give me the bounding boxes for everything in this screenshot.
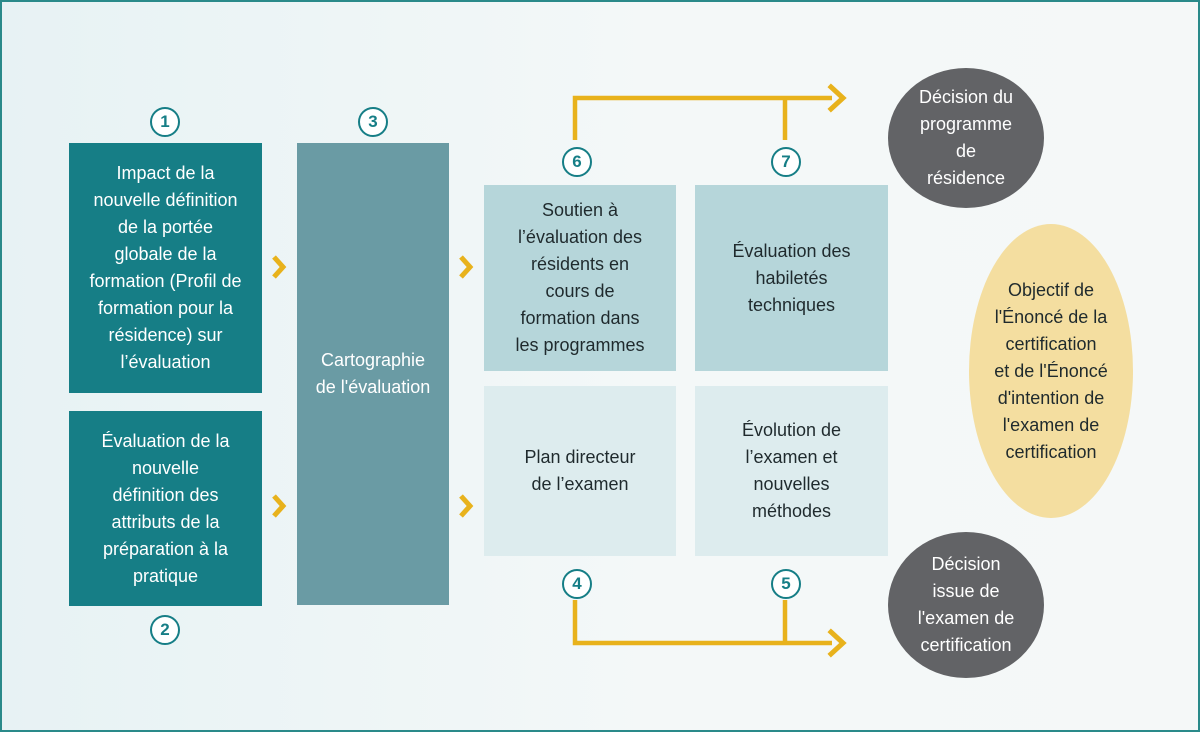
box-practice-readiness-line: attributs de la <box>111 511 220 532</box>
step-number-7: 7 <box>771 147 801 177</box>
box-practice-readiness: Évaluation de la nouvelle définition des… <box>69 411 262 606</box>
box-exam-evolution-line: méthodes <box>751 501 832 521</box>
box-scope-impact-line: globale de la <box>114 244 217 264</box>
step-number-6: 6 <box>562 147 592 177</box>
box-exam-evolution-line: l’examen et <box>745 447 838 467</box>
box-technical-skills-line: techniques <box>747 294 836 315</box>
objective-line: et de l'Énoncé <box>994 360 1108 381</box>
chevron-right-icon <box>459 255 474 279</box>
objective-line: l'examen de <box>1002 414 1100 435</box>
box-assessment-mapping-line: Cartographie <box>320 350 426 370</box>
box-assessment-mapping-line: de l'évaluation <box>315 377 431 397</box>
box-practice-readiness-line: nouvelle <box>131 457 200 478</box>
box-scope-impact-line: résidence) sur <box>108 325 223 345</box>
chevron-right-icon <box>272 255 287 279</box>
decision-certification-exam-line: issue de <box>932 581 1000 601</box>
box-assessment-mapping: Cartographie de l'évaluation <box>297 143 449 605</box>
box-scope-impact: Impact de la nouvelle définition de la p… <box>69 143 262 393</box>
box-resident-assessment-support-line: cours de <box>545 281 615 301</box>
objective-line: l'Énoncé de la <box>994 306 1108 327</box>
decision-certification-exam: Décision issue de l'examen de certificat… <box>888 532 1044 678</box>
box-exam-evolution: Évolution de l’examen et nouvelles métho… <box>695 386 888 556</box>
box-exam-evolution-line: Évolution de <box>741 420 842 440</box>
objective-line: Objectif de <box>1007 279 1095 300</box>
box-exam-blueprint-line: de l’examen <box>531 474 629 494</box>
bottom-arrowhead <box>827 628 847 658</box>
box-exam-evolution-line: nouvelles <box>753 474 830 494</box>
box-practice-readiness-line: préparation à la <box>102 538 229 559</box>
decision-residency-program: Décision du programme de résidence <box>888 68 1044 208</box>
decision-certification-exam-line: l'examen de <box>917 608 1015 628</box>
box-resident-assessment-support-line: l’évaluation des <box>517 227 643 247</box>
bottom-connector-line <box>572 600 832 646</box>
box-resident-assessment-support-line: les programmes <box>515 335 645 355</box>
box-technical-skills-line: Évaluation des <box>732 240 851 261</box>
decision-residency-program-line: résidence <box>926 168 1006 188</box>
decision-certification-exam-line: certification <box>920 635 1012 655</box>
box-practice-readiness-line: pratique <box>132 565 199 586</box>
box-scope-impact-line: nouvelle définition <box>93 190 238 210</box>
top-connector-line <box>572 95 832 140</box>
box-practice-readiness-line: Évaluation de la <box>101 430 230 451</box>
objective-line: d'intention de <box>997 387 1105 408</box>
decision-residency-program-line: Décision du <box>918 87 1014 107</box>
step-number-2: 2 <box>150 615 180 645</box>
decision-residency-program-line: programme <box>919 114 1013 134</box>
box-scope-impact-line: Impact de la <box>116 163 215 183</box>
box-scope-impact-line: l’évaluation <box>120 352 211 372</box>
decision-certification-exam-line: Décision <box>931 554 1001 574</box>
decision-residency-program-line: de <box>955 141 977 161</box>
chevron-right-icon <box>272 494 287 518</box>
top-arrowhead <box>827 83 847 113</box>
step-number-4: 4 <box>562 569 592 599</box>
box-exam-blueprint: Plan directeur de l’examen <box>484 386 676 556</box>
box-resident-assessment-support-line: Soutien à <box>541 200 619 220</box>
box-practice-readiness-line: définition des <box>112 484 219 505</box>
box-scope-impact-line: formation pour la <box>97 298 234 318</box>
objective-certification-statement: Objectif de l'Énoncé de la certification… <box>969 224 1133 518</box>
objective-line: certification <box>1005 333 1097 354</box>
box-resident-assessment-support-line: formation dans <box>520 308 640 328</box>
step-number-3: 3 <box>358 107 388 137</box>
box-technical-skills: Évaluation des habiletés techniques <box>695 185 888 371</box>
step-number-5: 5 <box>771 569 801 599</box>
step-number-1: 1 <box>150 107 180 137</box>
box-exam-blueprint-line: Plan directeur <box>524 447 636 467</box>
chevron-right-icon <box>459 494 474 518</box>
box-technical-skills-line: habiletés <box>755 267 828 288</box>
box-scope-impact-line: de la portée <box>117 217 214 237</box>
box-resident-assessment-support: Soutien à l’évaluation des résidents en … <box>484 185 676 371</box>
objective-line: certification <box>1005 441 1097 462</box>
box-scope-impact-line: formation (Profil de <box>89 271 242 291</box>
box-resident-assessment-support-line: résidents en <box>530 254 630 274</box>
